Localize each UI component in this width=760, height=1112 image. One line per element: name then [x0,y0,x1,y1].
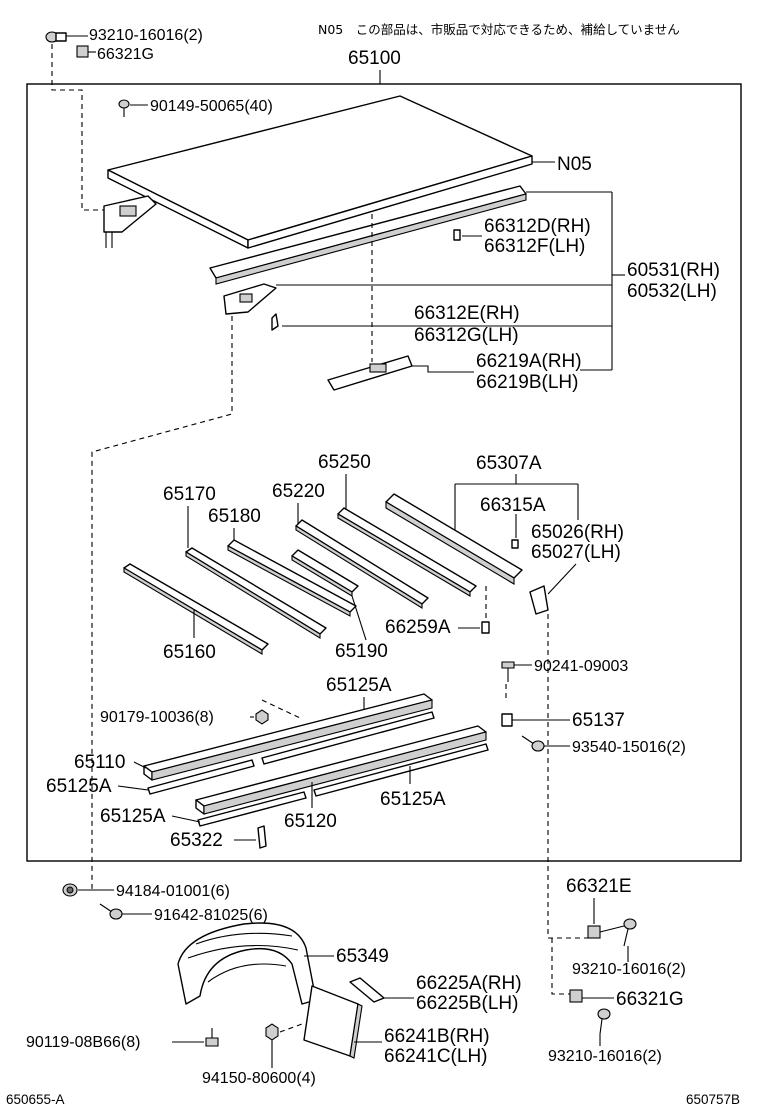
label-93540: 93540-15016(2) [572,739,686,756]
label-93210-mid: 93210-16016(2) [572,961,686,978]
mud-flap [303,985,363,1059]
label-65220: 65220 [272,481,325,502]
label-66259A: 66259A [385,617,451,638]
cross-member-65170 [185,547,327,639]
cross-member-65250 [337,507,477,597]
label-65250: 65250 [318,452,371,473]
side-rail [209,185,527,285]
nut-icon [62,883,78,897]
label-65170: 65170 [163,484,216,505]
label-65160: 65160 [163,642,216,663]
shim-strip [313,743,489,797]
label-N05: N05 [557,154,592,175]
label-66225B: 66225B(LH) [416,993,518,1014]
label-66321G-low: 66321G [616,989,684,1010]
clip-icon [271,313,279,331]
bolt-icon [99,903,123,920]
label-66312E: 66312E(RH) [414,303,520,324]
label-65307A: 65307A [476,453,542,474]
label-93210-low: 93210-16016(2) [548,1048,662,1065]
clip-icon [453,229,461,241]
bolt-icon [205,1028,219,1047]
reinforcement-plate [327,355,413,391]
label-65180: 65180 [208,506,261,527]
cross-member-65180 [227,539,357,617]
label-65190: 65190 [335,641,388,662]
label-65110: 65110 [74,752,125,773]
footer-code-right: 650757B [686,1092,740,1107]
assembly-frame [26,83,742,862]
supply-note: N05 この部品は、市販品で対応できるため、補給していません [318,22,680,37]
footer-code-left: 650655-A [6,1092,65,1107]
label-66241B: 66241B(RH) [384,1026,490,1047]
label-65349: 65349 [336,946,389,967]
label-65125A-top: 65125A [326,675,392,696]
label-66219B: 66219B(LH) [476,372,578,393]
cross-member-65307A [385,493,523,585]
screw-icon [118,99,130,117]
long-sill-65110 [143,693,433,781]
shim-strip [261,711,435,765]
label-66219A: 66219A(RH) [476,351,582,372]
deck-panel [107,95,533,249]
label-65026: 65026(RH) [531,522,624,543]
bolt-icon [45,31,67,43]
label-94150: 94150-80600(4) [202,1070,316,1087]
corner-bracket [103,195,157,248]
cross-member-65160 [123,563,269,655]
bolt-icon [623,918,637,947]
label-66225A: 66225A(RH) [416,973,522,994]
pin-icon [481,621,490,634]
label-65027: 65027(LH) [531,542,621,563]
cross-member-65190 [291,549,359,597]
bolt-icon [597,1008,611,1035]
cross-member-65220 [295,519,429,609]
long-sill-65120 [195,725,487,815]
label-66312D: 66312D(RH) [484,216,591,237]
clip-icon [511,539,519,549]
flap-bracket [349,977,385,1003]
label-66312F: 66312F(LH) [484,236,585,257]
label-66241C: 66241C(LH) [384,1046,488,1067]
label-65125A-right: 65125A [380,789,446,810]
nut-icon [587,925,601,939]
label-60531: 60531(RH) [627,260,720,281]
label-90119: 90119-08B66(8) [26,1034,140,1051]
label-66315A: 66315A [480,495,546,516]
bolt-icon [521,735,545,752]
bracket-65026 [529,585,549,615]
rail-end-bracket [223,283,277,315]
label-66321E: 66321E [566,876,632,897]
label-90179: 90179-10036(8) [100,709,214,726]
bracket-65137 [501,713,513,727]
label-65125A-low: 65125A [100,806,166,827]
label-65100: 65100 [348,48,401,69]
label-60532: 60532(LH) [627,281,717,302]
label-90149: 90149-50065(40) [150,98,273,115]
label-94184: 94184-01001(6) [116,883,230,900]
label-65125A-left: 65125A [46,776,112,797]
label-91642: 91642-81025(6) [154,907,268,924]
bolt-icon [501,661,515,682]
shim-strip [197,791,307,827]
nut-icon [569,989,583,1003]
shim-strip [147,759,255,795]
label-66321G-top: 66321G [97,46,154,63]
mudguard [177,922,317,1005]
nut-icon [76,45,89,58]
label-66312G: 66312G(LH) [414,325,519,346]
label-93210-top: 93210-16016(2) [89,27,203,44]
nut-icon [255,709,269,725]
label-65120: 65120 [284,811,337,832]
label-65137: 65137 [572,710,625,731]
label-90241: 90241-09003 [534,658,628,675]
label-65322: 65322 [170,830,223,851]
nut-icon [265,1023,279,1041]
screw-icon [257,825,267,849]
